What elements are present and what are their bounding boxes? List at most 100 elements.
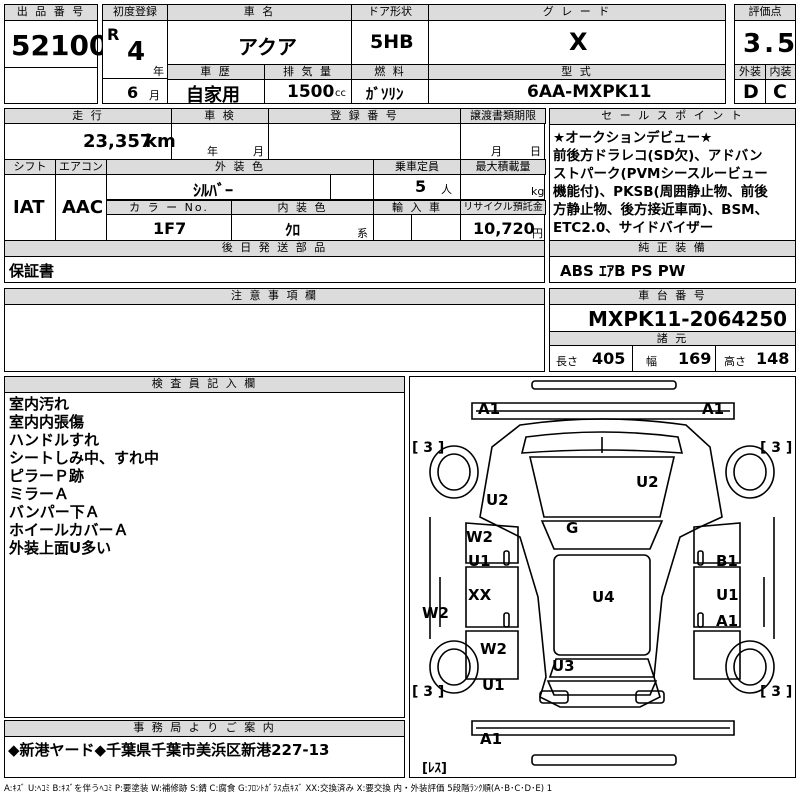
- shift-value: IAT: [13, 197, 45, 218]
- mark-right-rear-door-2: A1: [716, 612, 739, 630]
- mark-right-front-door: B1: [716, 552, 738, 570]
- chassis-label: 車 台 番 号: [549, 288, 796, 305]
- grade-cell: X: [428, 20, 726, 65]
- max-load-unit: kg: [531, 185, 545, 198]
- dims-label: 諸 元: [549, 331, 796, 346]
- length-label: 長さ: [556, 355, 578, 368]
- transfer-day-unit: 日: [530, 145, 541, 158]
- mark-front-right: A1: [702, 400, 725, 418]
- int-color-value: ｸﾛ: [285, 221, 301, 239]
- mileage-label: 走 行: [4, 108, 172, 124]
- capacity-label: 乗車定員: [373, 159, 461, 175]
- office-cell: ◆新港ヤード◆千葉県千葉市美浜区新港227-13: [4, 736, 405, 778]
- mileage-value: 23,357: [83, 131, 153, 152]
- inspector-line-6: ミラーＡ: [9, 485, 70, 503]
- score-cell: 3.5: [734, 20, 796, 65]
- width-value: 169: [678, 349, 712, 368]
- exterior-cell: D: [734, 79, 766, 104]
- inspector-line-1: 室内汚れ: [9, 395, 70, 413]
- sales-line-6: ETC2.0、サイドバイザー: [553, 220, 714, 236]
- office-value: ◆新港ヤード◆千葉県千葉市美浜区新港227-13: [8, 741, 330, 759]
- width-label: 幅: [646, 355, 657, 368]
- lot-cell: 52100: [4, 20, 108, 104]
- mark-spare: [ﾚｽ]: [422, 761, 447, 776]
- recycle-value: 10,720: [473, 219, 535, 238]
- genuine-label: 純 正 装 備: [549, 240, 796, 257]
- car-name-cell: アクア: [167, 20, 352, 65]
- inspector-line-4: シートしみ中、すれ中: [9, 449, 160, 467]
- inspector-line-3: ハンドルすれ: [9, 431, 100, 449]
- month: 6: [127, 83, 139, 102]
- inspection-month-unit: 月: [253, 145, 264, 158]
- inspector-label: 検 査 員 記 入 欄: [4, 376, 405, 393]
- model-cell: 6AA-MXPK11: [428, 79, 726, 104]
- reg-no-label: 登 録 番 号: [268, 108, 461, 124]
- mark-roof: U4: [592, 588, 615, 606]
- sales-points-cell: ★オークションデビュー★ 前後方ドラレコ(SD欠)、アドバン ストパーク(PVM…: [549, 124, 796, 241]
- door-label: ドア形状: [351, 4, 429, 21]
- height-value: 148: [756, 349, 790, 368]
- ext-color-label: 外 装 色: [106, 159, 374, 175]
- notes-cell: [4, 304, 545, 372]
- mark-front-left: A1: [478, 400, 501, 418]
- history-cell: 自家用: [167, 79, 265, 106]
- capacity-value: 5: [415, 177, 427, 196]
- sales-points-label: セ ー ル ス ポ イ ン ト: [549, 108, 796, 125]
- score-value: 3.5: [743, 29, 799, 59]
- displacement-cell: 1500 cc: [264, 79, 352, 104]
- car-name: アクア: [238, 35, 297, 59]
- door-type: 5HB: [370, 31, 414, 53]
- displacement-unit: cc: [335, 88, 346, 99]
- sales-line-1: ★オークションデビュー★: [553, 130, 713, 146]
- inspector-line-8: ホイールカバーＡ: [9, 521, 129, 539]
- sales-line-4: 機能付)、PKSB(周囲静止物、前後: [553, 184, 768, 200]
- int-color-label: 内 装 色: [231, 200, 374, 215]
- mark-hood-left: U2: [486, 491, 509, 509]
- genuine-cell: ABS ｴｱB PS PW: [549, 256, 796, 283]
- model-label: 型 式: [428, 64, 726, 80]
- exterior-grade: D: [743, 81, 759, 103]
- inspection-year-unit: 年: [207, 145, 218, 158]
- color-no-label: カ ラ ー No.: [106, 200, 232, 215]
- later-parts-label: 後 日 発 送 部 品: [4, 240, 545, 257]
- displacement-label: 排 気 量: [264, 64, 352, 80]
- lot-label: 出 品 番 号: [4, 4, 98, 21]
- shift-label: シフト: [4, 159, 56, 175]
- mark-tire-fr: [ 3 ]: [760, 440, 793, 456]
- notes-label: 注 意 事 項 欄: [4, 288, 545, 305]
- recycle-label: リサイクル預託金: [460, 200, 546, 215]
- inspector-line-7: バンパー下Ａ: [9, 503, 100, 521]
- era: R: [107, 25, 120, 44]
- import-label: 輸 入 車: [373, 200, 461, 215]
- mileage-unit: km: [145, 131, 176, 152]
- mark-right-rear-door: U1: [716, 586, 739, 604]
- color-no-value: 1F7: [153, 219, 187, 238]
- model-value: 6AA-MXPK11: [527, 82, 652, 102]
- inspector-line-9: 外装上面U多い: [9, 539, 112, 557]
- interior-cell: C: [765, 79, 796, 104]
- capacity-unit: 人: [441, 183, 452, 196]
- legend-text: A:ｷｽﾞ U:ﾍｺﾐ B:ｷｽﾞを伴うﾍｺﾐ P:要塗装 W:補修跡 S:錆 …: [4, 784, 553, 794]
- mark-tire-rl: [ 3 ]: [412, 684, 445, 700]
- car-outline: [429, 380, 775, 766]
- sales-line-5: 方静止物、後方接近車両)、BSM、: [553, 202, 769, 218]
- car-name-label: 車 名: [167, 4, 352, 21]
- inspector-line-2: 室内内張傷: [9, 413, 85, 431]
- mark-left-front-door: W2: [466, 528, 493, 546]
- ac-value: AAC: [62, 197, 104, 218]
- length-value: 405: [592, 349, 626, 368]
- fuel-value: ｶﾞｿﾘﾝ: [366, 85, 404, 103]
- chassis-cell: MXPK11-2064250 諸 元 長さ 405 幅 169 高さ 148: [549, 304, 796, 372]
- mark-left-rear-panel: W2: [480, 640, 507, 658]
- fuel-label: 燃 料: [351, 64, 429, 80]
- mark-tire-fl: [ 3 ]: [412, 440, 445, 456]
- month-unit: 月: [149, 89, 160, 102]
- sales-line-2: 前後方ドラレコ(SD欠)、アドバン: [553, 148, 763, 164]
- door-cell: 5HB: [351, 20, 429, 65]
- ac-label: エアコン: [55, 159, 107, 175]
- sales-line-3: ストパーク(PVMシースルービュー: [553, 166, 768, 182]
- car-diagram: A1 A1 [ 3 ] [ 3 ] U2 U2 G W2 U1 B1 XX U1…: [409, 376, 796, 778]
- year: 4: [127, 37, 146, 67]
- inspector-cell: 室内汚れ 室内内張傷 ハンドルすれ シートしみ中、すれ中 ピラーＰ跡 ミラーＡ …: [4, 392, 405, 718]
- office-label: 事 務 局 よ り ご 案 内: [4, 720, 405, 737]
